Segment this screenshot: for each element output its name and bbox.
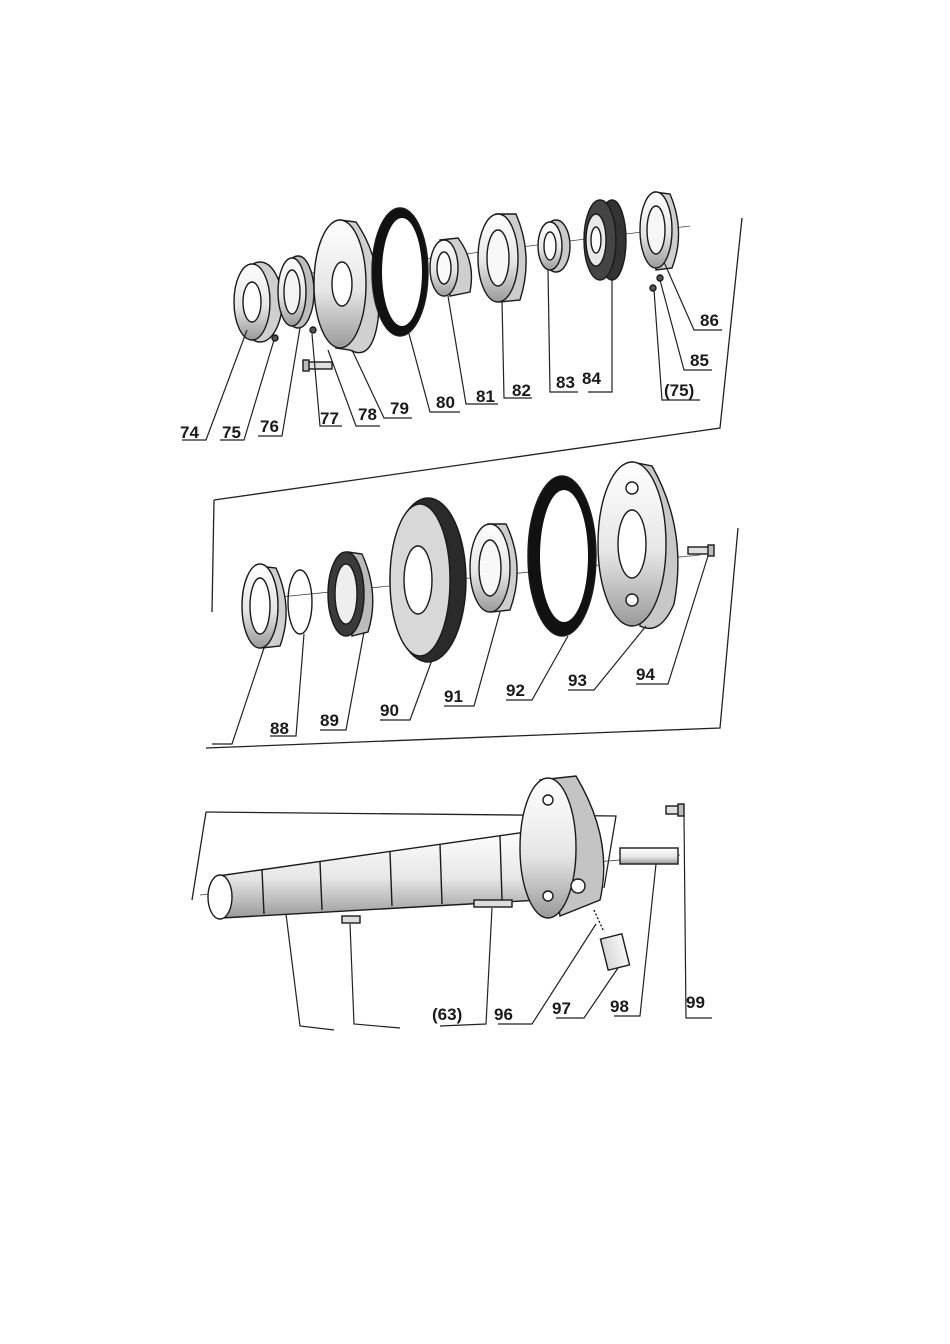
label-76: 76 (260, 417, 279, 436)
part-91-bearing (470, 524, 517, 612)
part-shaft-flange (520, 776, 604, 918)
part-96-spring (594, 910, 604, 932)
part-84-bushing (640, 192, 679, 270)
label-75: 75 (222, 423, 241, 442)
part-92-gasket (528, 476, 596, 636)
label-78: 78 (358, 405, 377, 424)
part-80-grooved-sleeve (430, 238, 472, 296)
part-78-flange (314, 220, 379, 353)
part-82-spacer-ring (538, 220, 570, 272)
label-99: 99 (686, 993, 705, 1012)
part-bearing-cup (242, 564, 286, 648)
label-80: 80 (436, 393, 455, 412)
label-94: 94 (636, 665, 655, 684)
label-93: 93 (568, 671, 587, 690)
part-89-spur-gear (328, 552, 373, 636)
part-74-lock-nut (234, 262, 282, 342)
label-63-ref: (63) (432, 1005, 462, 1024)
label-74: 74 (180, 423, 199, 442)
label-96: 96 (494, 1005, 513, 1024)
label-77: 77 (320, 409, 339, 428)
label-83: 83 (556, 373, 575, 392)
part-93-housing-flange (598, 462, 678, 628)
label-90: 90 (380, 701, 399, 720)
label-97: 97 (552, 999, 571, 1018)
part-90-large-gear (390, 498, 466, 662)
label-85: 85 (690, 351, 709, 370)
part-77-bolt (303, 360, 332, 371)
label-75-ref: (75) (664, 381, 694, 400)
part-83-double-gear (584, 200, 626, 280)
callout-labels: 74 75 76 77 78 79 80 81 82 83 84 (75) 85… (180, 311, 719, 1024)
part-98-pin (620, 848, 678, 864)
part-97-plunger (600, 934, 629, 970)
label-79: 79 (390, 399, 409, 418)
part-88-snap-ring (288, 570, 312, 634)
label-84: 84 (582, 369, 601, 388)
part-79-gasket (372, 208, 428, 336)
label-86: 86 (700, 311, 719, 330)
part-94-bolt (688, 545, 714, 556)
part-76-threaded-ring (278, 256, 314, 328)
label-88: 88 (270, 719, 289, 738)
label-82: 82 (512, 381, 531, 400)
part-99-screw (666, 804, 684, 816)
part-81-bearing (478, 214, 526, 302)
label-81: 81 (476, 387, 495, 406)
label-92: 92 (506, 681, 525, 700)
label-89: 89 (320, 711, 339, 730)
label-91: 91 (444, 687, 463, 706)
label-98: 98 (610, 997, 629, 1016)
